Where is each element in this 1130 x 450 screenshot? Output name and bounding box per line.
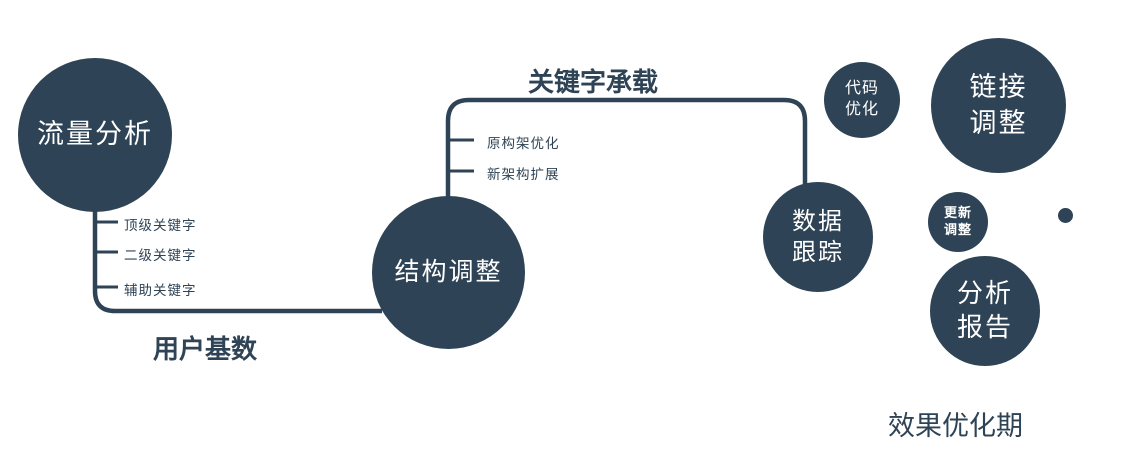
tick-label-original-architecture: 原构架优化 <box>487 136 560 151</box>
tick-label-second-keywords: 二级关键字 <box>124 248 197 263</box>
tick-label-top-keywords: 顶级关键字 <box>124 218 197 233</box>
node-label-line1: 分析 <box>956 278 1013 309</box>
connector-traffic-to-structure <box>92 200 382 314</box>
node-link-adjustment: 链接 调整 <box>931 38 1066 173</box>
node-label-line2: 调整 <box>969 107 1028 138</box>
tick-label-new-architecture: 新架构扩展 <box>487 167 560 182</box>
tick-label-auxiliary-keywords: 辅助关键字 <box>124 283 197 298</box>
node-label-line1: 更新 <box>943 205 972 221</box>
node-label: 流量分析 <box>37 119 153 150</box>
node-label-line2: 报告 <box>956 312 1013 342</box>
node-label-line1: 链接 <box>969 72 1028 103</box>
node-code-optimization: 代码 优化 <box>824 62 900 138</box>
connector-structure-to-tracking <box>445 97 808 200</box>
dot-marker <box>1058 208 1073 223</box>
node-label-line1: 代码 <box>844 80 879 98</box>
node-label-line2: 调整 <box>943 222 972 237</box>
node-data-tracking: 数据 跟踪 <box>763 182 873 292</box>
node-label-line2: 跟踪 <box>792 239 844 266</box>
edge-label-keyword-carrying: 关键字承载 <box>528 67 659 97</box>
edge-label-user-base: 用户基数 <box>153 334 258 364</box>
node-structure-adjustment: 结构调整 <box>372 196 525 349</box>
node-label-line1: 数据 <box>792 207 844 235</box>
node-analysis-report: 分析 报告 <box>930 256 1040 366</box>
node-label: 结构调整 <box>394 258 503 287</box>
node-update-adjustment: 更新 调整 <box>928 192 988 252</box>
phase-label-effect-optimization: 效果优化期 <box>888 411 1023 441</box>
node-label-line2: 优化 <box>844 101 879 118</box>
node-traffic-analysis: 流量分析 <box>18 58 172 212</box>
